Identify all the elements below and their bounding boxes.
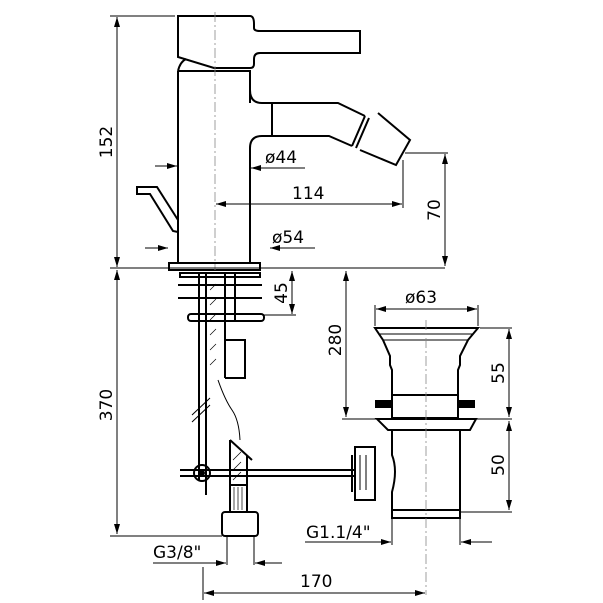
dim-drain-upper: 55 <box>489 362 509 384</box>
dim-total-height: 152 <box>97 126 117 158</box>
dim-flange-diameter: ø63 <box>405 288 437 308</box>
dim-spout-height: 70 <box>425 199 445 221</box>
valve-knob <box>193 464 211 482</box>
dim-drain-thread: G1.1/4" <box>306 523 371 543</box>
waste-drain <box>351 320 481 595</box>
lever-handle <box>177 15 361 69</box>
dim-center-distance: 170 <box>300 572 332 592</box>
shank-assembly <box>178 272 355 537</box>
faucet-body <box>136 12 412 271</box>
dimension-lines <box>110 15 512 600</box>
dim-drain-length: 280 <box>326 324 346 356</box>
base-plate <box>168 262 261 271</box>
dim-spout-reach: 114 <box>292 184 324 204</box>
dim-hose-length: 370 <box>97 389 117 421</box>
dim-spout-diameter: ø44 <box>265 148 297 168</box>
dim-drain-lower: 50 <box>489 454 509 476</box>
dim-supply-thread: G3/8" <box>153 543 201 563</box>
pop-up-lever <box>136 186 179 234</box>
supply-nut <box>221 511 259 537</box>
dim-body-diameter: ø54 <box>272 228 304 248</box>
dim-deck-thickness: 45 <box>272 282 292 304</box>
